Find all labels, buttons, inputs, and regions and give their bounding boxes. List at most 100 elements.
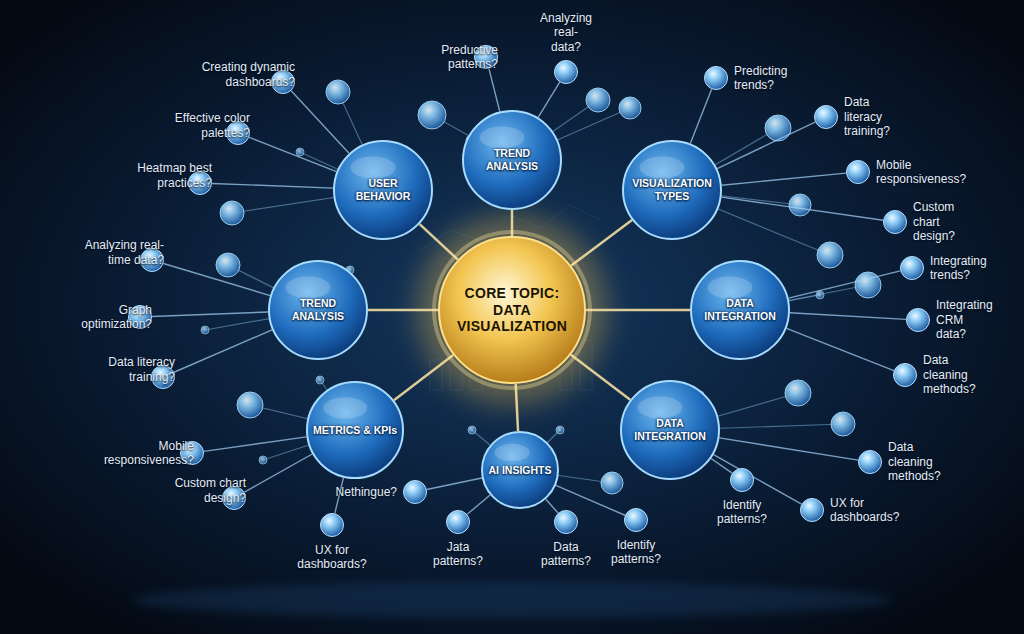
hub-label: TREND ANALYSIS: [276, 297, 360, 322]
leaf-bubble: Data cleaning methods?: [858, 450, 882, 474]
leaf-bubble: Heatmap best practices?: [188, 171, 212, 195]
hub-shine: [351, 157, 396, 179]
leaf-label-box: Identify patterns?: [717, 498, 767, 527]
leaf-label-box: Mobile responsiveness?: [84, 439, 194, 468]
leaf-bubble: Identify patterns?: [624, 508, 648, 532]
branch-line: [427, 478, 482, 490]
leaf-label-box: Data cleaning methods?: [923, 353, 976, 396]
trunk-line: [571, 355, 630, 400]
leaf-label: Data literacy training?: [99, 355, 175, 384]
hub-label: DATA INTEGRATION: [628, 417, 712, 442]
bubble-circle: [907, 309, 930, 332]
branch-line: [163, 263, 270, 295]
bubble-circle: [404, 481, 427, 504]
leaf-outline: [704, 66, 728, 90]
hub-disc: [482, 432, 558, 508]
leaf-label-box: Creating dynamic dashboards?: [196, 60, 295, 89]
hub-text-box: METRICS & KPIs: [306, 381, 404, 479]
hub-circle: DATA INTEGRATION: [690, 260, 790, 360]
core-circle: CORE TOPIC: DATA VISUALIZATION: [438, 236, 586, 384]
trunk-line: [571, 220, 632, 266]
leaf-label-box: Graph optimization?: [51, 303, 152, 332]
leaf-label-box: Analyzing real-time data?: [82, 238, 164, 267]
core-glow: [417, 215, 607, 405]
leaf-bubble: Mobile responsiveness?: [180, 441, 204, 465]
core-text-box: CORE TOPIC: DATA VISUALIZATION: [438, 236, 586, 384]
hub-label: VISUALIZATION TYPES: [630, 177, 714, 202]
branch-line: [174, 330, 272, 372]
leaf-outline: [883, 210, 907, 234]
hub-text-box: DATA INTEGRATION: [620, 380, 720, 480]
decor-bubble: [831, 412, 855, 436]
branch-line: [249, 137, 336, 171]
hub-disc: [307, 382, 403, 478]
hub-shine: [495, 444, 530, 461]
branch-line: [722, 173, 846, 185]
leaf-label: Analyzing real-time data?: [82, 238, 164, 267]
decor-bubble: [601, 472, 623, 494]
hub-shine: [708, 277, 753, 299]
bubble-circle: [847, 161, 870, 184]
hub-circle: USER BEHAVIOR: [333, 140, 433, 240]
decor-bubble: [785, 380, 811, 406]
leaf-bubble: Analyzing real-time data?: [140, 248, 164, 272]
leaf-label-box: Identify patterns?: [611, 538, 661, 567]
leaf-bubble: Graph optimization?: [128, 305, 152, 329]
hub-circle: TREND ANALYSIS: [462, 110, 562, 210]
branch-line: [152, 312, 268, 317]
hub-label: TREND ANALYSIS: [470, 147, 554, 172]
leaf-label-box: Mobile responsiveness?: [876, 158, 966, 187]
leaf-label-box: Data patterns?: [541, 540, 591, 569]
bubble-circle: [447, 511, 470, 534]
leaf-label: Predicting trends?: [734, 64, 787, 93]
decor-bubble: [418, 101, 446, 129]
bubble-circle: [555, 61, 578, 84]
leaf-outline: [906, 308, 930, 332]
leaf-label: Data literacy training?: [844, 95, 890, 138]
branch-line: [721, 197, 883, 220]
leaf-bubble: Custom chart design?: [222, 486, 246, 510]
leaf-label: Data patterns?: [541, 540, 591, 569]
bubble-circle: [321, 514, 344, 537]
leaf-bubble: UX for dashboards?: [800, 498, 824, 522]
decor-bubble: [326, 80, 350, 104]
trunk-line: [368, 309, 438, 312]
hub-shine: [480, 127, 525, 149]
branch-line: [244, 454, 312, 492]
leaf-bubble: Custom chart design?: [883, 210, 907, 234]
decor-bubble: [816, 291, 824, 299]
decor-bubble: [316, 376, 324, 384]
bubble-circle: [555, 511, 578, 534]
hub-text-box: USER BEHAVIOR: [333, 140, 433, 240]
leaf-label: Nethingue?: [336, 485, 397, 499]
leaf-label: Preductive patterns?: [411, 43, 498, 72]
leaf-outline: [624, 508, 648, 532]
leaf-outline: [800, 498, 824, 522]
branch-line: [204, 437, 307, 451]
bubble-circle: [801, 499, 824, 522]
leaf-label-box: Integrating trends?: [930, 254, 987, 283]
branch-line: [711, 459, 732, 474]
hub-disc: [691, 261, 789, 359]
leaf-label: Heatmap best practices?: [127, 161, 212, 190]
branch-line: [787, 328, 894, 370]
leaf-bubble: Nethingue?: [403, 480, 427, 504]
branch-line: [291, 91, 349, 154]
bubble-circle: [815, 106, 838, 129]
hub-shine: [640, 157, 685, 179]
decor-bubble: [586, 88, 610, 112]
leaf-outline: [554, 510, 578, 534]
hub-disc: [269, 261, 367, 359]
branch-line: [714, 455, 802, 505]
branch-line: [467, 495, 490, 514]
hub-circle: METRICS & KPIs: [306, 381, 404, 479]
leaf-outline: [814, 105, 838, 129]
hub-shine: [286, 277, 331, 299]
leaf-bubble: Data patterns?: [554, 510, 578, 534]
hub-disc: [334, 141, 432, 239]
leaf-label: Custom chart design?: [174, 476, 246, 505]
trunk-line: [516, 384, 518, 431]
leaf-outline: [403, 480, 427, 504]
leaf-bubble: Integrating CRM data?: [906, 308, 930, 332]
